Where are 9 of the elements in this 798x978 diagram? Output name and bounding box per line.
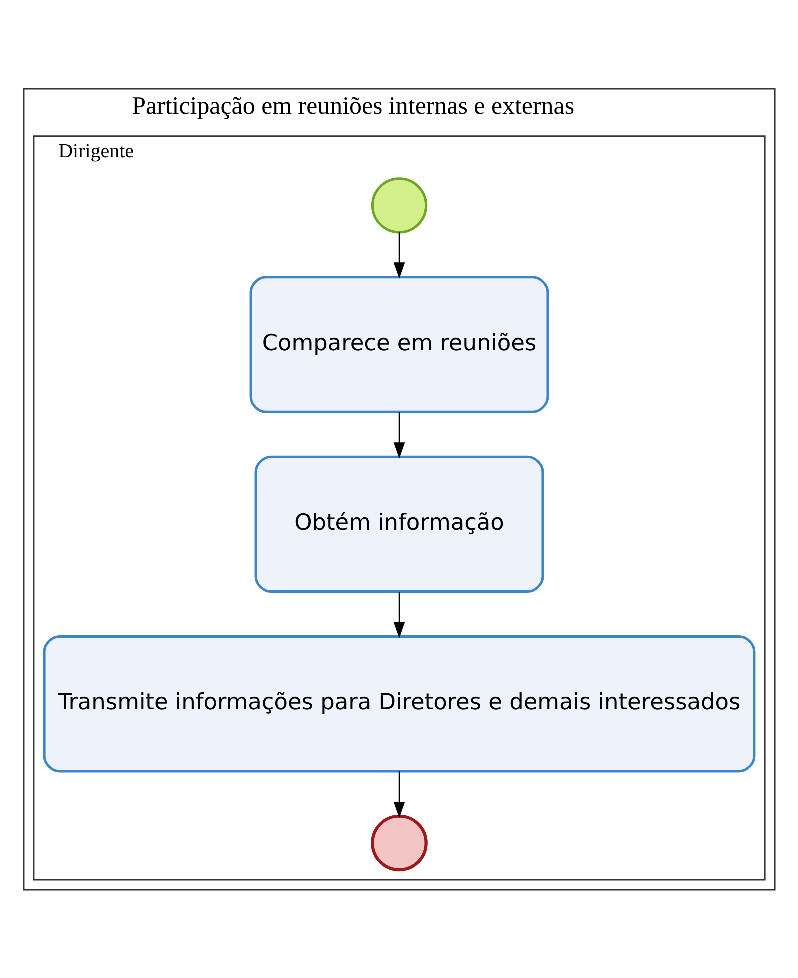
arrow [393,592,405,638]
node-circle [370,814,428,872]
node-box: Transmite informações para Diretores e demais interessados [42,634,756,772]
node-circle [370,177,428,234]
arrow [393,412,405,458]
arrow [393,771,405,818]
node-box: Obtém informação [254,455,544,593]
arrow [393,232,405,278]
node-box: Comparece em reuniões [249,276,549,413]
